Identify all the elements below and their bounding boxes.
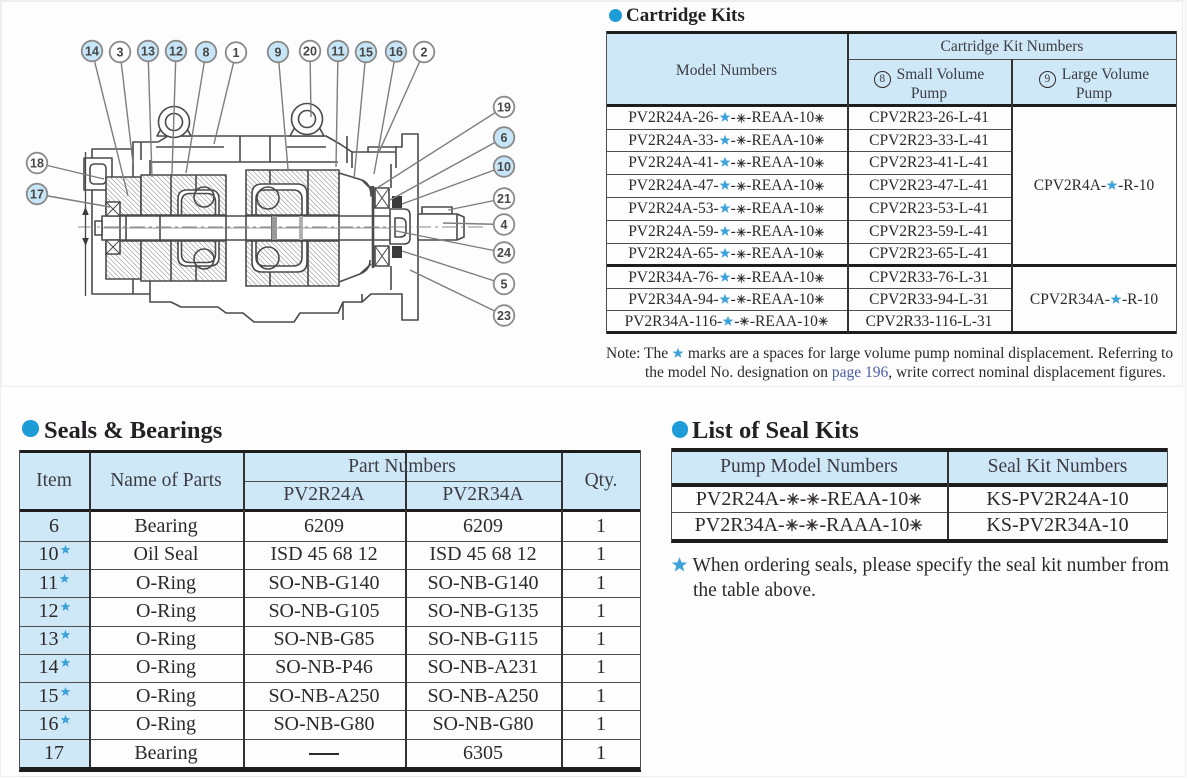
svg-text:12: 12 [169, 44, 183, 58]
svg-text:9: 9 [275, 45, 282, 59]
svg-text:1: 1 [233, 46, 240, 60]
svg-text:10: 10 [497, 160, 511, 174]
svg-text:13: 13 [141, 44, 155, 58]
svg-text:23: 23 [497, 309, 511, 323]
svg-text:20: 20 [303, 44, 317, 58]
svg-text:8: 8 [203, 45, 210, 59]
svg-text:18: 18 [30, 156, 44, 170]
svg-text:14: 14 [85, 44, 99, 58]
svg-text:6: 6 [501, 131, 508, 145]
svg-text:16: 16 [389, 45, 403, 59]
svg-text:21: 21 [497, 192, 511, 206]
svg-text:15: 15 [359, 45, 373, 59]
svg-text:24: 24 [497, 246, 511, 260]
svg-text:3: 3 [117, 45, 124, 59]
svg-text:4: 4 [501, 218, 508, 232]
svg-text:5: 5 [501, 277, 508, 291]
svg-text:11: 11 [331, 44, 344, 58]
svg-text:17: 17 [30, 187, 44, 201]
svg-text:2: 2 [421, 45, 428, 59]
svg-text:19: 19 [497, 100, 511, 114]
